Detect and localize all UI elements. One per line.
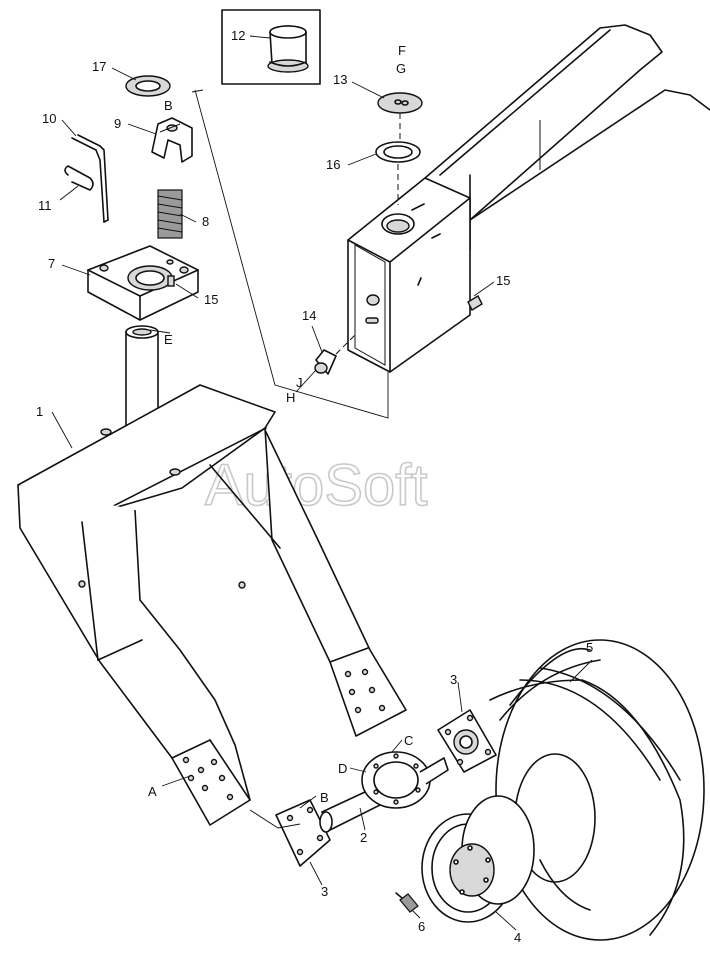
- ring-17: [125, 75, 171, 97]
- callout-15-left: 15: [204, 292, 218, 307]
- bolt-15-left: [167, 275, 175, 287]
- axle-2: [319, 751, 449, 833]
- clip-11: [64, 165, 94, 191]
- callout-13: 13: [333, 72, 347, 87]
- letter-a: A: [148, 784, 157, 799]
- callout-17: 17: [92, 59, 106, 74]
- inset-box-part-12: [221, 9, 321, 85]
- bearing-flange-3-right: [437, 709, 497, 773]
- callout-6: 6: [418, 919, 425, 934]
- letter-g: G: [396, 61, 406, 76]
- trailer-arm: [424, 24, 710, 251]
- assembly-line-right: [194, 89, 389, 419]
- callout-3-right: 3: [450, 672, 457, 687]
- leader-lines: [51, 35, 593, 931]
- axis-line-14: [335, 334, 356, 355]
- bolt-15-right: [467, 295, 483, 311]
- callout-7: 7: [48, 256, 55, 271]
- bracket-9: [151, 117, 193, 163]
- ring-16: [375, 141, 421, 163]
- washer-13: [377, 92, 423, 114]
- letter-j: J: [296, 375, 303, 390]
- bushing-14: [314, 349, 337, 375]
- bearing-flange-3-left: [275, 799, 331, 867]
- callout-2: 2: [360, 830, 367, 845]
- tire-5: [489, 639, 705, 941]
- callout-11: 11: [38, 198, 52, 213]
- watermark-text: AutoSoft: [205, 453, 427, 518]
- callout-16: 16: [326, 157, 340, 172]
- pin-10: [71, 134, 109, 223]
- callout-4: 4: [514, 930, 521, 945]
- letter-b-top: B: [164, 98, 173, 113]
- callout-5: 5: [586, 640, 593, 655]
- letter-e: E: [164, 332, 173, 347]
- callout-12: 12: [231, 28, 245, 43]
- callouts: 12 17 9 10 11 8 7 15 13 16 15 14 1 5 3 3…: [36, 28, 593, 945]
- callout-8: 8: [202, 214, 209, 229]
- plate-7: [87, 245, 199, 321]
- callout-10: 10: [42, 111, 56, 126]
- letter-c: C: [404, 733, 413, 748]
- letter-h: H: [286, 390, 295, 405]
- fork-1: [17, 384, 407, 826]
- hitch-bracket: [347, 177, 471, 373]
- letter-markers: B F G E J H A B C D: [148, 43, 413, 805]
- rim-4: [421, 795, 535, 923]
- letter-f: F: [398, 43, 406, 58]
- callout-14: 14: [302, 308, 316, 323]
- callout-3-left: 3: [321, 884, 328, 899]
- bolt-6: [395, 892, 419, 913]
- letter-b-bottom: B: [320, 790, 329, 805]
- callout-15-right: 15: [496, 273, 510, 288]
- callout-1: 1: [36, 404, 43, 419]
- spring-8: [157, 189, 183, 239]
- callout-9: 9: [114, 116, 121, 131]
- letter-d: D: [338, 761, 347, 776]
